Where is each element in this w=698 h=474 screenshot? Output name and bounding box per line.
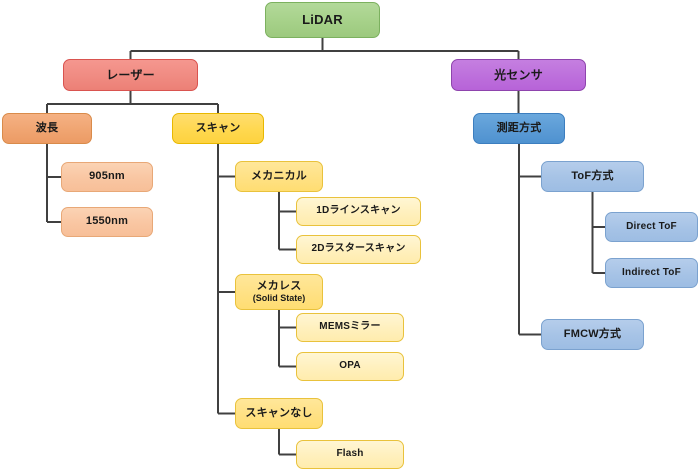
- node-label: 1550nm: [85, 215, 129, 228]
- node-label: メカニカル: [251, 169, 307, 182]
- node-mechanical[interactable]: メカニカル: [235, 161, 323, 192]
- node-label: Indirect ToF: [622, 266, 681, 278]
- node-label: 測距方式: [496, 121, 542, 134]
- node-label: MEMSミラー: [319, 321, 381, 333]
- node-lidar[interactable]: LiDAR: [265, 2, 380, 38]
- node-tof[interactable]: ToF方式: [541, 161, 644, 192]
- node-nm905[interactable]: 905nm: [61, 162, 153, 192]
- node-mechless[interactable]: メカレス(Solid State): [235, 274, 323, 310]
- node-nm1550[interactable]: 1550nm: [61, 207, 153, 237]
- node-opa[interactable]: OPA: [296, 352, 404, 381]
- node-label: スキャン: [195, 121, 241, 134]
- node-scan[interactable]: スキャン: [172, 113, 264, 144]
- node-label: 1Dラインスキャン: [316, 205, 401, 217]
- node-mems[interactable]: MEMSミラー: [296, 313, 404, 342]
- node-dtof[interactable]: Direct ToF: [605, 212, 698, 242]
- node-label: Direct ToF: [626, 220, 677, 232]
- node-label: 光センサ: [494, 67, 543, 82]
- node-line1d[interactable]: 1Dラインスキャン: [296, 197, 421, 226]
- node-raster2d[interactable]: 2Dラスタースキャン: [296, 235, 421, 264]
- node-label: FMCW方式: [563, 327, 622, 340]
- node-label: スキャンなし: [245, 406, 313, 419]
- node-ranging[interactable]: 測距方式: [473, 113, 565, 144]
- node-label: レーザー: [106, 67, 155, 82]
- node-sensor[interactable]: 光センサ: [451, 59, 586, 91]
- node-label: メカレス: [256, 280, 302, 292]
- node-sublabel: (Solid State): [252, 292, 306, 303]
- node-label: ToF方式: [571, 169, 614, 182]
- node-noscan[interactable]: スキャンなし: [235, 398, 323, 429]
- node-label: 905nm: [89, 170, 125, 183]
- node-flash[interactable]: Flash: [296, 440, 404, 469]
- node-label: LiDAR: [302, 12, 343, 28]
- node-label: 2Dラスタースキャン: [311, 243, 406, 255]
- node-label: 波長: [35, 121, 59, 134]
- node-fmcw[interactable]: FMCW方式: [541, 319, 644, 350]
- node-label: OPA: [339, 360, 361, 372]
- node-laser[interactable]: レーザー: [63, 59, 198, 91]
- node-wavelength[interactable]: 波長: [2, 113, 92, 144]
- node-label: Flash: [336, 448, 364, 460]
- node-itof[interactable]: Indirect ToF: [605, 258, 698, 288]
